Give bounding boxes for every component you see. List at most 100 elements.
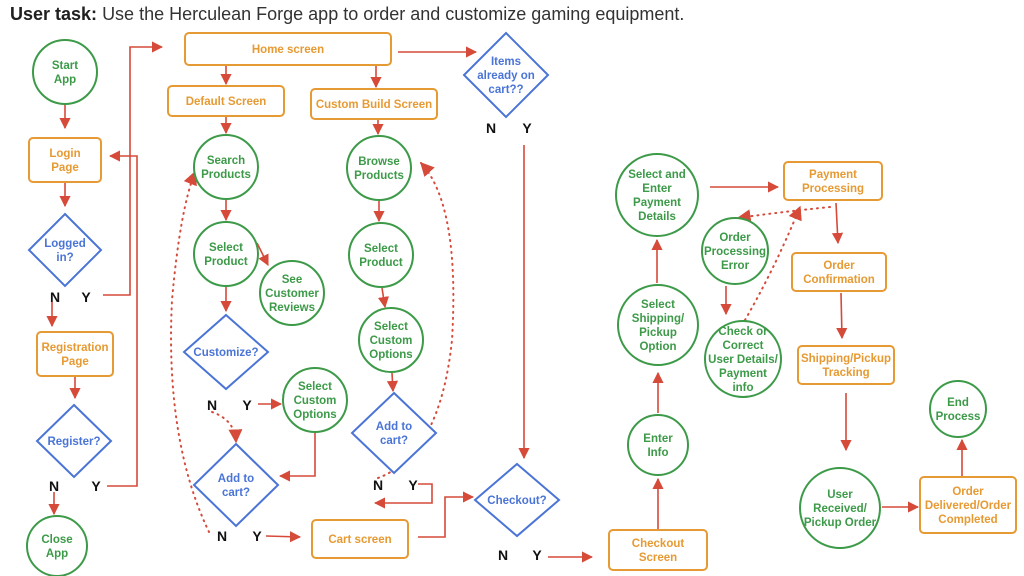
node-logged-in: Logged in? [27, 212, 103, 288]
node-label: Reviews [269, 302, 315, 314]
node-label: Shipping/Pickup [801, 353, 891, 365]
branch-label-cart2-no: N [373, 477, 383, 493]
edge-select-to-reviews [256, 242, 269, 267]
node-label: Payment [719, 368, 767, 380]
node-label: Browse [358, 156, 400, 168]
node-label: already on [477, 70, 535, 82]
edge-customize-no-to-add-to-cart [211, 411, 243, 444]
node-label: Customer [265, 288, 319, 300]
edge-add-to-cart-2-yes-to-cart [373, 483, 433, 509]
branch-label-customize-no: N [207, 397, 217, 413]
node-label: Checkout [632, 538, 685, 550]
node-label: Tracking [822, 367, 869, 379]
node-label: Customize? [193, 347, 258, 359]
node-label: Order [719, 232, 751, 244]
branch-label-cart1-no: N [217, 528, 227, 544]
edge-add-to-cart-1-yes-to-cart [265, 531, 302, 543]
branch-label-items-yes: Y [522, 120, 532, 136]
node-label: Error [721, 260, 750, 272]
node-label: Completed [938, 514, 997, 526]
node-label: Processing [704, 246, 766, 258]
node-label: Select [209, 242, 243, 254]
branch-label-logged-in-yes: Y [81, 289, 91, 305]
node-label: Pickup Order [804, 517, 877, 529]
node-label: Home screen [252, 44, 324, 56]
edge-cart-to-checkout [418, 491, 475, 538]
edge-check-to-processing [744, 205, 802, 321]
node-default-screen: Default Screen [167, 85, 285, 117]
node-label: cart? [380, 435, 408, 447]
node-label: Start [52, 60, 78, 72]
branch-label-customize-yes: Y [242, 397, 252, 413]
branch-label-cart1-yes: Y [252, 528, 262, 544]
node-register: Register? [35, 403, 113, 479]
node-label: Products [354, 170, 404, 182]
node-label: in? [56, 252, 73, 264]
node-cart-screen: Cart screen [311, 519, 409, 559]
edge-options-to-add-to-cart-2 [386, 372, 399, 393]
node-label: Select [298, 381, 332, 393]
edge-select-to-options [377, 287, 389, 309]
node-label: Enter [642, 183, 672, 195]
node-label: Received/ [813, 503, 868, 515]
node-label: Pickup [639, 327, 677, 339]
node-label: Cart screen [328, 534, 391, 546]
node-label: Order [823, 260, 855, 272]
branch-label-checkout-no: N [498, 547, 508, 563]
edge-add-to-cart-no-to-search [170, 170, 210, 533]
node-customize: Customize? [182, 313, 270, 391]
flow-arrows [46, 41, 968, 563]
node-label: Product [204, 256, 248, 268]
node-label: Search [207, 155, 245, 167]
node-label: See [282, 274, 302, 286]
node-label: Close [41, 534, 72, 546]
node-label: App [54, 74, 76, 86]
node-label: Payment [809, 169, 857, 181]
node-label: Logged [44, 238, 86, 250]
node-label: Select [374, 321, 408, 333]
edge-confirmation-to-tracking [836, 292, 848, 340]
node-label: End [947, 397, 969, 409]
node-label: Items [491, 56, 521, 68]
branch-label-checkout-yes: Y [532, 547, 542, 563]
user-task-text: Use the Herculean Forge app to order and… [102, 4, 685, 24]
node-label: Delivered/Order [925, 500, 1012, 512]
node-label: Add to [376, 421, 412, 433]
node-label: Custom [294, 395, 337, 407]
node-home: Home screen [184, 32, 392, 66]
node-label: Correct [723, 340, 764, 352]
node-checkout: Checkout? [473, 462, 561, 538]
node-label: Processing [802, 183, 864, 195]
node-label: Select [364, 243, 398, 255]
node-label: Register? [47, 436, 100, 448]
node-label: Options [293, 409, 336, 421]
node-label: Info [647, 447, 668, 459]
node-label: Order [952, 486, 984, 498]
node-label: Products [201, 169, 251, 181]
node-label: Page [61, 356, 89, 368]
branch-label-cart2-yes: Y [408, 477, 418, 493]
edge-logged-in-yes-to-home [103, 41, 164, 296]
edge-processing-to-confirmation [831, 202, 844, 245]
edge-register-yes-to-login [107, 150, 138, 487]
node-label: Process [936, 411, 981, 423]
branch-label-items-no: N [486, 120, 496, 136]
node-label: Login [49, 148, 80, 160]
node-add-to-cart-2: Add to cart? [350, 391, 438, 475]
node-label: Default Screen [186, 96, 267, 108]
node-label: Details [638, 211, 676, 223]
